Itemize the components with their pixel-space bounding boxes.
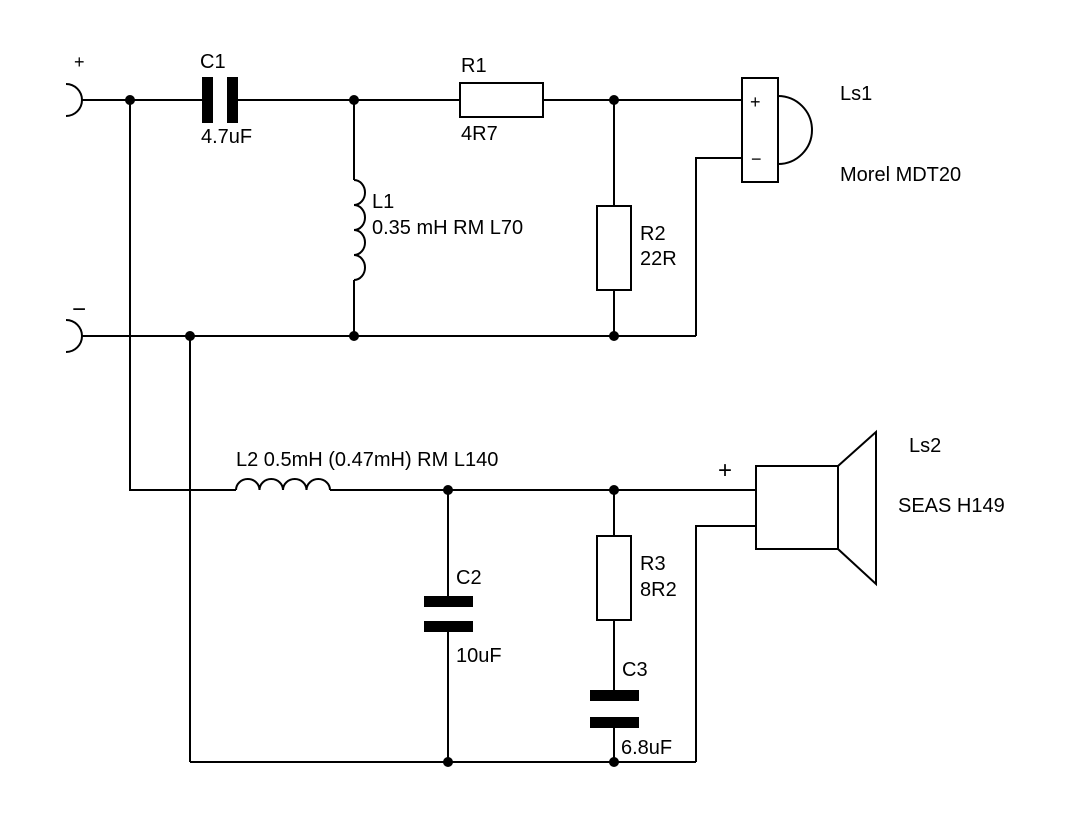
resistor-r2 xyxy=(596,205,632,291)
positive-terminal-label: + xyxy=(74,52,85,72)
junction-dot xyxy=(609,95,619,105)
midrange-wiring xyxy=(129,100,756,763)
c2-value: 10uF xyxy=(456,645,502,667)
inductor-l1 xyxy=(353,179,366,281)
ls2-plus: + xyxy=(718,457,732,484)
c1-value: 4.7uF xyxy=(201,126,252,148)
junction-dot xyxy=(609,485,619,495)
speaker-ls1 xyxy=(741,77,813,183)
junction-dots xyxy=(125,95,619,767)
ls2-model: SEAS H149 xyxy=(898,495,1005,517)
inductor-l2 xyxy=(235,478,331,491)
r2-ref: R2 xyxy=(640,223,666,245)
resistor-r3 xyxy=(596,535,632,621)
resistor-r1 xyxy=(459,82,544,118)
c2-ref: C2 xyxy=(456,567,482,589)
l1-ref: L1 xyxy=(372,191,394,213)
speaker-ls2 xyxy=(755,429,877,587)
r1-value: 4R7 xyxy=(461,123,498,145)
ls2-ref: Ls2 xyxy=(909,435,941,457)
l1-value: 0.35 mH RM L70 xyxy=(372,217,523,239)
junction-dot xyxy=(349,331,359,341)
capacitor-c3 xyxy=(590,690,639,728)
r3-ref: R3 xyxy=(640,553,666,575)
negative-terminal-label: − xyxy=(72,296,86,323)
junction-dot xyxy=(185,331,195,341)
ls1-minus: − xyxy=(751,149,762,169)
ls1-ref: Ls1 xyxy=(840,83,872,105)
junction-dot xyxy=(609,331,619,341)
r3-value: 8R2 xyxy=(640,579,677,601)
l2-label: L2 0.5mH (0.47mH) RM L140 xyxy=(236,449,498,471)
junction-dot xyxy=(349,95,359,105)
junction-dot xyxy=(443,757,453,767)
ls1-plus: + xyxy=(750,92,761,112)
c3-ref: C3 xyxy=(622,659,648,681)
c3-value: 6.8uF xyxy=(621,737,672,759)
positive-input-terminal xyxy=(65,83,130,117)
r2-value: 22R xyxy=(640,248,677,270)
junction-dot xyxy=(609,757,619,767)
capacitor-c1 xyxy=(202,77,238,123)
r1-ref: R1 xyxy=(461,55,487,77)
capacitor-c2 xyxy=(424,596,473,632)
negative-input-terminal xyxy=(65,319,190,353)
junction-dot xyxy=(125,95,135,105)
junction-dot xyxy=(443,485,453,495)
ls1-model: Morel MDT20 xyxy=(840,164,961,186)
c1-ref: C1 xyxy=(200,51,226,73)
